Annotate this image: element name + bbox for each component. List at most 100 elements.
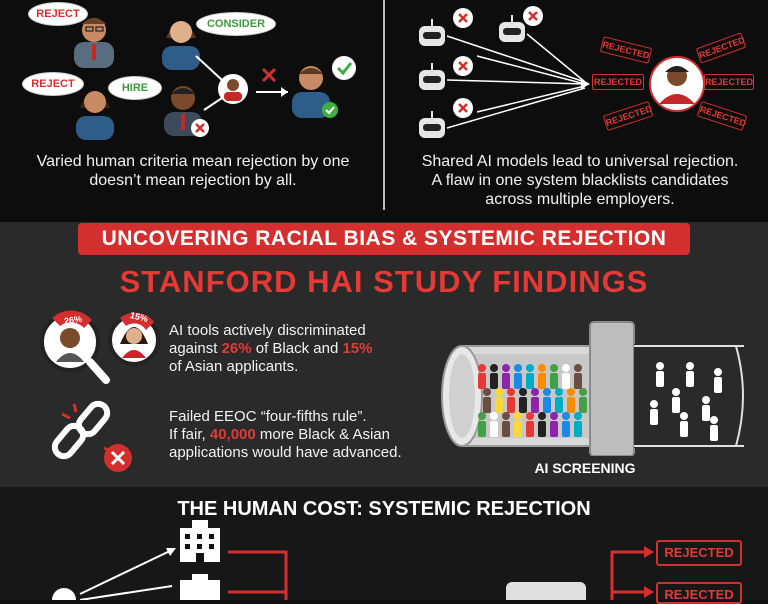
- findings-heading: STANFORD HAI STUDY FINDINGS: [119, 264, 649, 299]
- applicant-figure: [495, 388, 503, 413]
- arrow-icon: [581, 79, 590, 89]
- ai-screening-label: AI SCREENING: [534, 460, 636, 476]
- passed-applicant-figure: [710, 416, 718, 441]
- applicant-figure: [478, 364, 486, 389]
- applicant-figure: [507, 388, 515, 413]
- passed-applicant-figure: [702, 396, 710, 421]
- rejected-candidate-icon: [649, 56, 705, 112]
- systemic-rejection-flow: [52, 520, 654, 600]
- finding-line: If fair, 40,000 more Black & Asian: [169, 426, 390, 443]
- human-criteria-caption: Varied human criteria mean rejection by …: [8, 152, 378, 190]
- x-icon: [261, 67, 277, 83]
- hired-candidate-icon: [292, 66, 338, 118]
- arrow-icon: [166, 548, 176, 556]
- passed-applicant-figure: [656, 362, 664, 387]
- finding-line: AI tools actively discriminated: [169, 322, 366, 339]
- reject-bubble: REJECT: [28, 2, 88, 26]
- recruiter-icon: [162, 21, 200, 70]
- stat-asian: 15%: [342, 340, 373, 357]
- applicant-figure: [526, 364, 534, 389]
- applicant-figure: [567, 388, 575, 413]
- applicant-figure: [574, 364, 582, 389]
- applicant-figure: [490, 364, 498, 389]
- applicant-figure: [555, 388, 563, 413]
- broken-link-icon: [51, 400, 111, 460]
- applicant-figure: [579, 388, 587, 413]
- applicant-figure: [550, 364, 558, 389]
- finding-line: against 26% of Black and 15%: [169, 340, 373, 357]
- x-icon: [458, 103, 468, 113]
- applicant-figure: [574, 412, 582, 437]
- applicant-figure: [514, 412, 522, 437]
- applicant-figure: [514, 364, 522, 389]
- finding-eeoc: Failed EEOC “four-fifths rule”. If fair,…: [169, 408, 459, 462]
- magnifier-bias-illustration: [40, 310, 160, 384]
- applicant-figure: [519, 388, 527, 413]
- candidate-icon: [218, 74, 248, 104]
- recruiter-icon: [76, 91, 114, 140]
- ai-screening-pipe: [441, 321, 744, 456]
- shared-ai-illustration: [419, 6, 705, 138]
- ai-device-icon: [506, 582, 586, 600]
- human-cost-section: [0, 487, 768, 600]
- caption-line: across multiple employers.: [485, 191, 675, 208]
- passed-applicants: [650, 362, 722, 441]
- applicant-figure: [490, 412, 498, 437]
- human-recruiters-illustration: [74, 18, 356, 140]
- passed-applicant-figure: [672, 388, 680, 413]
- applicant-crowd: [478, 364, 587, 437]
- applicant-figure: [531, 388, 539, 413]
- applicant-figure: [538, 364, 546, 389]
- caption-line: A flaw in one system blacklists candidat…: [431, 172, 729, 189]
- banner-text: UNCOVERING RACIAL BIAS & SYSTEMIC REJECT…: [101, 227, 667, 250]
- section-banner: UNCOVERING RACIAL BIAS & SYSTEMIC REJECT…: [78, 223, 690, 255]
- reject-bubble: REJECT: [22, 72, 84, 96]
- broken-chain-illustration: [51, 400, 132, 472]
- applicant-figure: [526, 412, 534, 437]
- caption-line: Shared AI models lead to universal rejec…: [421, 153, 739, 170]
- applicant-figure: [502, 364, 510, 389]
- passed-applicant-figure: [714, 368, 722, 393]
- applicant-figure: [483, 388, 491, 413]
- rejected-stamp: REJECTED: [704, 74, 754, 90]
- robot-icon: [499, 15, 525, 42]
- applicant-figure: [562, 364, 570, 389]
- finding-line: of Asian applicants.: [169, 358, 299, 375]
- recruiter-icon: [74, 18, 114, 68]
- finding-discrimination: AI tools actively discriminated against …: [169, 322, 439, 376]
- section-divider: [383, 0, 385, 210]
- robot-icon: [419, 63, 445, 90]
- robot-icon: [419, 111, 445, 138]
- x-icon: [458, 61, 468, 71]
- stat-black: 26%: [221, 340, 252, 357]
- finding-line: Failed EEOC “four-fifths rule”.: [169, 408, 367, 425]
- checkmark-icon: [332, 56, 356, 80]
- applicant-figure: [543, 388, 551, 413]
- passed-applicant-figure: [650, 400, 658, 425]
- building-icon: [180, 574, 220, 600]
- stat-applications: 40,000: [209, 426, 256, 443]
- passed-applicant-figure: [686, 362, 694, 387]
- applicant-figure: [538, 412, 546, 437]
- shared-ai-caption: Shared AI models lead to universal rejec…: [395, 152, 765, 209]
- applicant-figure: [478, 412, 486, 437]
- applicant-figure: [550, 412, 558, 437]
- finding-line: applications would have advanced.: [169, 444, 402, 461]
- x-icon: [528, 11, 538, 21]
- x-icon: [195, 123, 205, 133]
- applicant-figure: [502, 412, 510, 437]
- consider-bubble: CONSIDER: [196, 12, 276, 36]
- x-icon: [458, 13, 468, 23]
- rejected-stamp: REJECTED: [592, 74, 644, 90]
- passed-applicant-figure: [680, 412, 688, 437]
- human-cost-title: THE HUMAN COST: SYSTEMIC REJECTION: [177, 498, 591, 520]
- caption-line: Varied human criteria mean rejection by …: [36, 153, 350, 170]
- robot-icon: [419, 19, 445, 46]
- rejected-badge: REJECTED: [656, 582, 742, 604]
- applicant-figure: [562, 412, 570, 437]
- rejected-badge: REJECTED: [656, 540, 742, 566]
- caption-line: doesn’t mean rejection by all.: [89, 172, 297, 189]
- person-icon: [52, 588, 76, 600]
- hire-bubble: HIRE: [108, 76, 162, 100]
- filter-gate: [589, 321, 635, 456]
